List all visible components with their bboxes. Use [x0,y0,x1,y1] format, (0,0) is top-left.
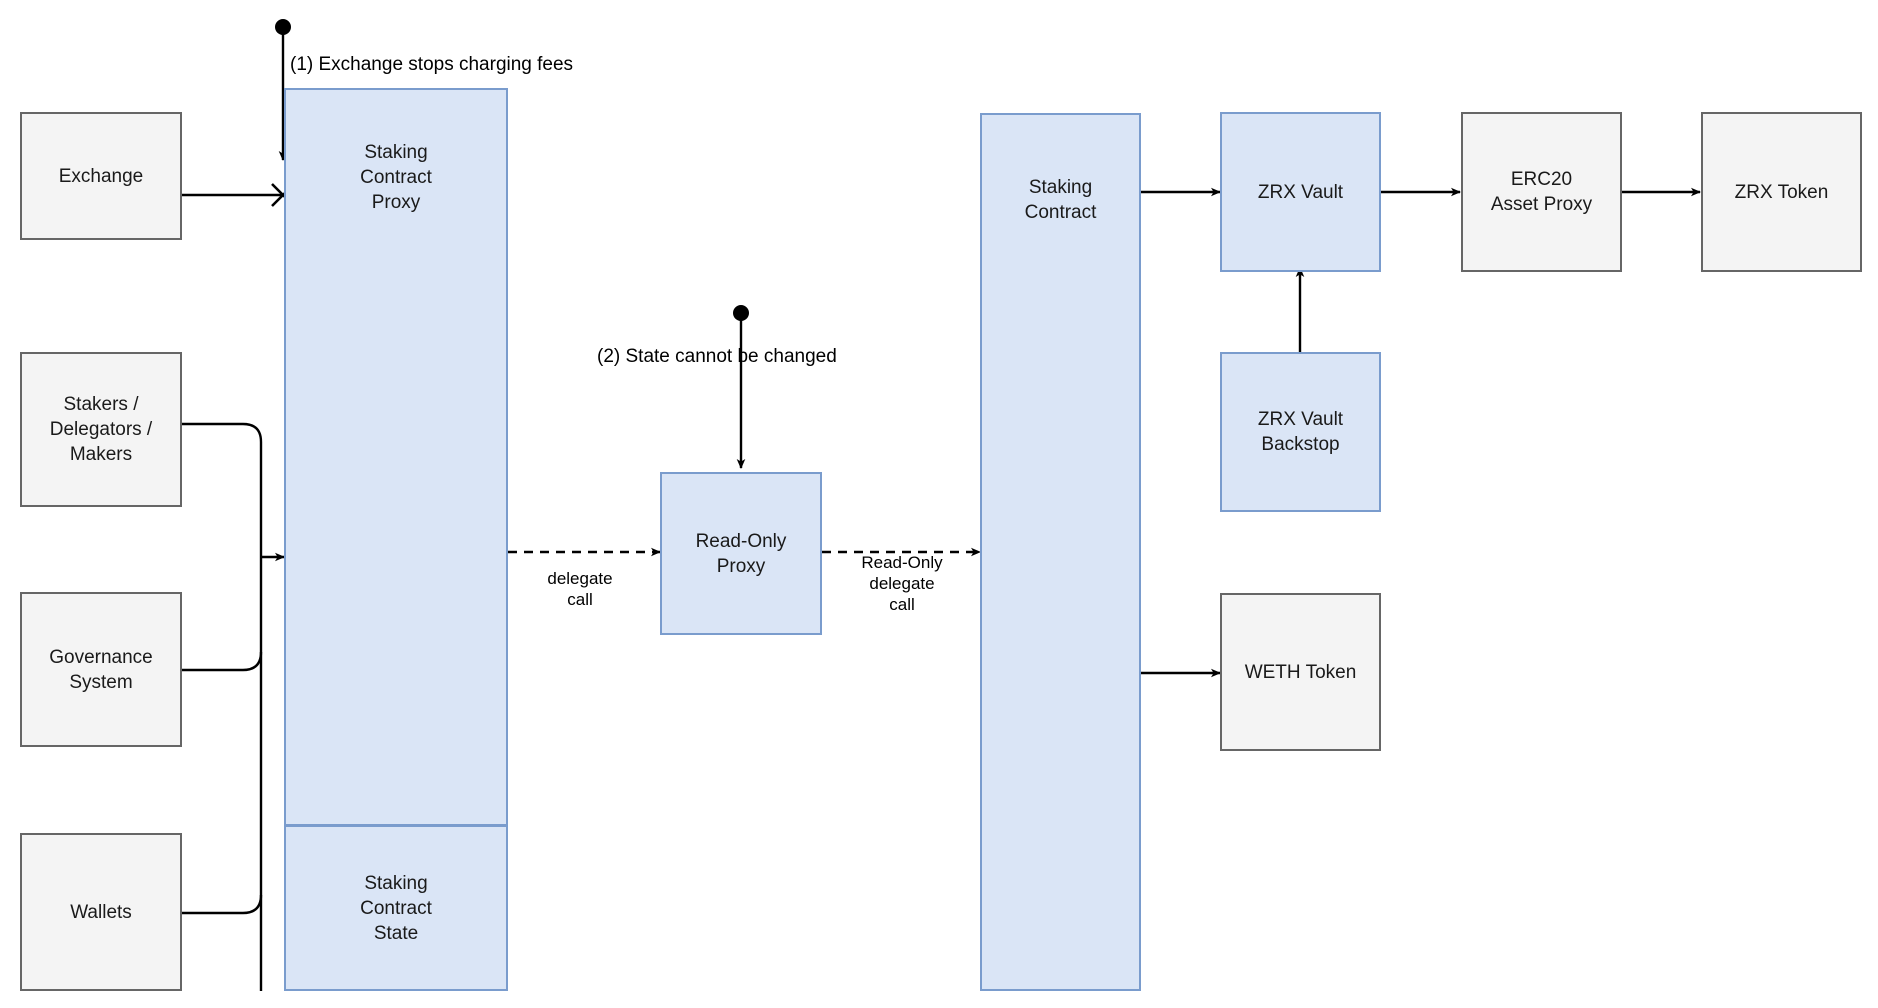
node-zrx-token[interactable]: ZRX Token [1701,112,1862,272]
node-zrx-vault[interactable]: ZRX Vault [1220,112,1381,272]
edge-exchange-to-staking-proxy [182,183,295,207]
node-staking-contract[interactable]: Staking Contract [980,113,1141,991]
node-governance-system[interactable]: Governance System [20,592,182,747]
node-erc20-asset-proxy[interactable]: ERC20 Asset Proxy [1461,112,1622,272]
node-exchange[interactable]: Exchange [20,112,182,240]
node-weth-token[interactable]: WETH Token [1220,593,1381,751]
node-read-only-proxy[interactable]: Read-Only Proxy [660,472,822,635]
node-staking-contract-proxy[interactable]: Staking Contract Proxy [284,88,508,826]
node-staking-contract-state[interactable]: Staking Contract State [284,826,508,991]
edge-label-read-only-delegate-call: Read-Only delegate call [861,553,943,614]
annotation-2-connector [733,305,749,469]
annotation-1-label: (1) Exchange stops charging fees [290,54,574,75]
node-stakers-delegators-makers[interactable]: Stakers / Delegators / Makers [20,352,182,507]
annotation-2-label: (2) State cannot be changed [597,346,837,367]
edge-users-to-staking-proxy [182,422,285,991]
node-wallets[interactable]: Wallets [20,833,182,991]
edge-label-delegate-call: delegate call [547,569,613,609]
node-zrx-vault-backstop[interactable]: ZRX Vault Backstop [1220,352,1381,512]
